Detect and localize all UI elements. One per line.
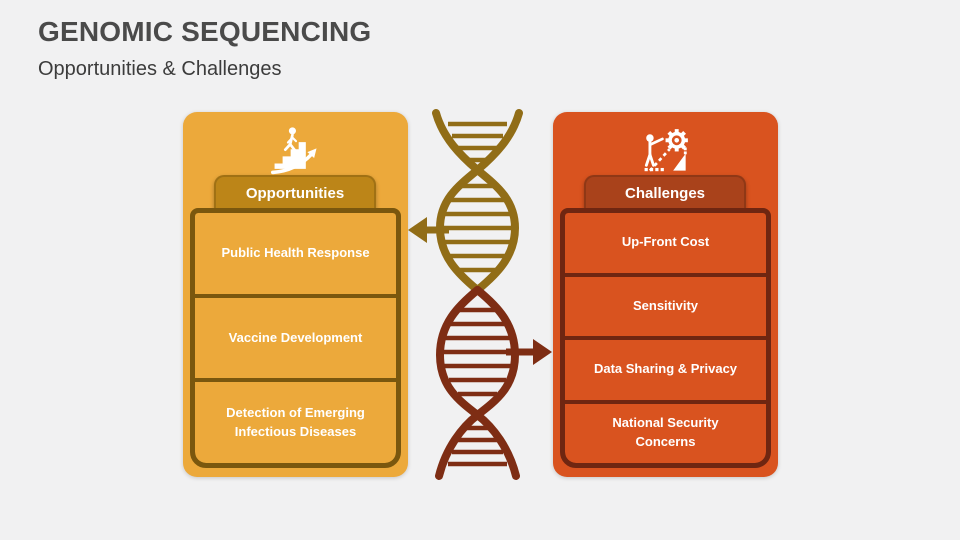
growth-arrow xyxy=(270,148,317,175)
dna-double-helix-graphic xyxy=(405,104,555,484)
arrow-to-opportunities xyxy=(408,217,449,243)
list-item: National Security Concerns xyxy=(565,403,766,463)
climbing-person xyxy=(283,127,297,152)
slope-shape xyxy=(648,147,687,172)
growth-stairs-icon-svg xyxy=(270,127,317,175)
opportunities-panel: Opportunities Public Health Response Vac… xyxy=(183,112,408,477)
gear-shape xyxy=(665,129,688,152)
opportunities-list: Public Health Response Vaccine Developme… xyxy=(190,208,401,468)
list-item: Detection of Emerging Infectious Disease… xyxy=(195,382,396,463)
challenges-panel: Challenges Up-Front Cost Sensitivity Dat… xyxy=(553,112,778,477)
pushing-gear-uphill-icon xyxy=(553,122,778,180)
helix-strands-top xyxy=(432,109,523,294)
list-item: Up-Front Cost xyxy=(565,213,766,273)
page-title: GENOMIC SEQUENCING xyxy=(38,16,372,47)
opportunities-header-label: Opportunities xyxy=(245,185,345,202)
dotted-steps xyxy=(644,167,664,172)
pushing-gear-uphill-icon-svg xyxy=(644,129,688,172)
list-item: Sensitivity xyxy=(565,276,766,336)
growth-stairs-icon xyxy=(183,122,408,180)
helix-rungs-top xyxy=(443,121,512,273)
arrow-to-challenges xyxy=(506,339,552,365)
helix-rungs-bottom xyxy=(443,307,512,467)
stairs-shape xyxy=(274,142,306,169)
list-item: Data Sharing & Privacy xyxy=(565,340,766,400)
helix-strands-bottom xyxy=(435,286,520,480)
list-item: Public Health Response xyxy=(195,213,396,294)
list-item: Vaccine Development xyxy=(195,297,396,379)
pushing-person xyxy=(644,134,664,167)
challenges-list: Up-Front Cost Sensitivity Data Sharing &… xyxy=(560,208,771,468)
challenges-header-label: Challenges xyxy=(624,185,706,202)
dna-helix-svg xyxy=(408,109,552,480)
page-subtitle: Opportunities & Challenges xyxy=(38,58,282,80)
